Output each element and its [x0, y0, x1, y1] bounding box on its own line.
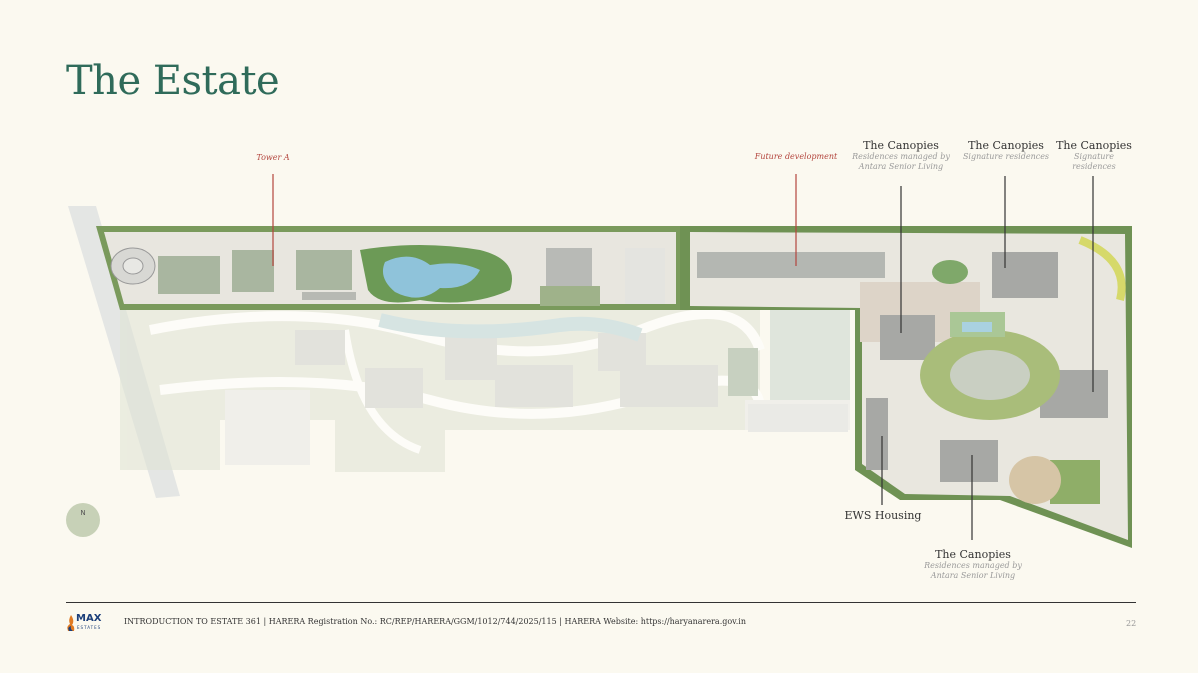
- canopies-antara-bottom-subtitle: Residences managed by Antara Senior Livi…: [924, 561, 1022, 580]
- canopies-signature-mid-label: The Canopies Signature residences: [958, 139, 1054, 162]
- logo-wordmark: MAX: [76, 613, 102, 624]
- ews-housing-label: EWS Housing: [840, 509, 926, 522]
- north-compass-icon: N: [66, 503, 100, 537]
- canopies-signature-mid-subtitle: Signature residences: [962, 152, 1050, 161]
- page-number: 22: [1126, 619, 1137, 628]
- canopies-signature-right-subtitle: Signature residences: [1072, 152, 1116, 171]
- footer-divider: [66, 602, 1136, 603]
- canopies-signature-right-title: The Canopies: [1056, 139, 1132, 152]
- page-title: The Estate: [66, 58, 280, 104]
- footer-text: INTRODUCTION TO ESTATE 361 | HARERA Regi…: [124, 617, 747, 626]
- logo-subtext: ESTATES: [77, 625, 102, 630]
- max-estates-logo: MAX ESTATES: [66, 613, 110, 633]
- flame-icon: [67, 615, 75, 631]
- canopies-signature-mid-title: The Canopies: [968, 139, 1044, 152]
- canopies-antara-bottom-title: The Canopies: [935, 548, 1011, 561]
- canopies-antara-top-label: The Canopies Residences managed by Antar…: [846, 139, 956, 172]
- canopies-antara-bottom-label: The Canopies Residences managed by Antar…: [918, 548, 1028, 581]
- ews-housing-title: EWS Housing: [844, 509, 922, 522]
- canopies-antara-top-subtitle: Residences managed by Antara Senior Livi…: [852, 152, 950, 171]
- tower-a-label: Tower A: [256, 153, 290, 162]
- canopies-antara-top-title: The Canopies: [863, 139, 939, 152]
- future-development-label: Future development: [754, 152, 838, 161]
- canopies-signature-right-label: The Canopies Signature residences: [1054, 139, 1134, 172]
